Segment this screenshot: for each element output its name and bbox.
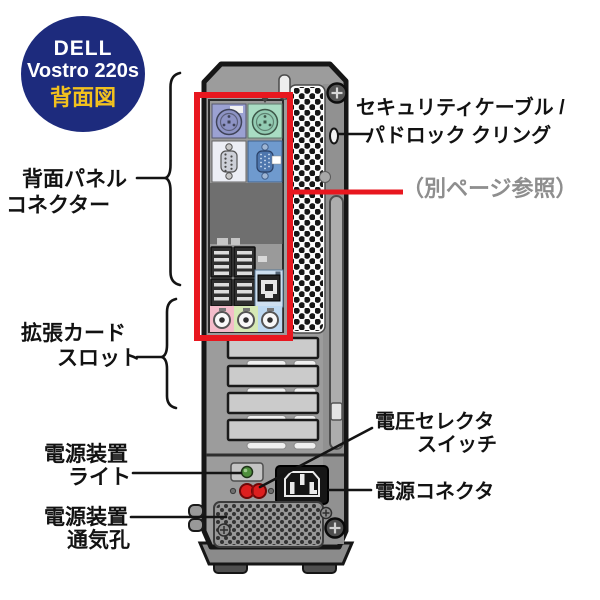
label-voltage-line2: スイッチ xyxy=(417,434,497,456)
label-psu-vents-line1: 電源装置 xyxy=(44,506,128,529)
card-latch xyxy=(330,402,343,421)
leader-lines xyxy=(129,71,374,519)
side-channel xyxy=(329,195,344,450)
psu-light xyxy=(230,462,264,482)
label-expansion-line2: スロット xyxy=(57,347,141,370)
io-panel xyxy=(208,97,284,333)
label-security-line1: セキュリティケーブル / xyxy=(356,97,565,119)
brand-name: DELL xyxy=(53,36,113,60)
label-back-panel-line2: コネクター xyxy=(6,194,111,217)
label-security-line2: パドロック クリング xyxy=(365,125,552,147)
model-name: Vostro 220s xyxy=(27,59,139,82)
label-expansion-line1: 拡張カード xyxy=(21,322,126,345)
ethernet-port xyxy=(254,269,284,308)
usb-ports xyxy=(210,246,267,307)
ps2-mouse-port xyxy=(247,97,283,139)
highlight-box xyxy=(194,92,293,341)
ps2-keyboard-port xyxy=(211,103,247,139)
label-voltage-line1: 電圧セレクタ xyxy=(375,411,495,433)
padlock-ring xyxy=(329,127,339,145)
voltage-selector-switch xyxy=(229,483,275,499)
model-badge: DELL Vostro 220s 背面図 xyxy=(21,16,145,132)
brace-expansion xyxy=(158,297,178,410)
power-connector xyxy=(275,465,329,505)
wall-notch xyxy=(319,171,331,183)
vga-port xyxy=(247,140,283,183)
back-panel-vents xyxy=(288,84,326,334)
label-psu-light-line1: 電源装置 xyxy=(44,443,128,466)
brace-back-panel xyxy=(162,71,182,287)
view-label: 背面図 xyxy=(49,84,116,110)
label-power-connector: 電源コネクタ xyxy=(375,481,495,503)
psu-vents xyxy=(213,501,324,548)
serial-port xyxy=(211,140,247,183)
label-back-panel-line1: 背面パネル xyxy=(22,168,127,191)
io-panel-blank xyxy=(210,183,283,244)
case-screws xyxy=(217,506,346,539)
security-thumbscrew xyxy=(326,82,348,104)
label-psu-vents-line2: 通気孔 xyxy=(67,529,130,552)
label-psu-light-line2: ライト xyxy=(68,466,131,489)
expansion-slot-covers xyxy=(226,336,320,450)
label-see-other-page: （別ページ参照） xyxy=(402,176,578,201)
audio-jacks xyxy=(210,306,283,332)
